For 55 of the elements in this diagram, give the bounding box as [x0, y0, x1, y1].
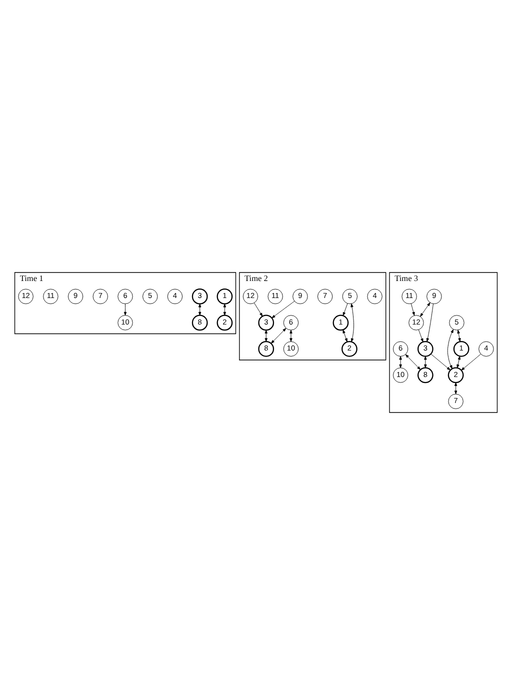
arrow	[272, 301, 295, 318]
node-circle: 12	[18, 288, 34, 304]
node-circle: 1	[332, 314, 349, 331]
arrow	[430, 354, 450, 370]
node-circle: 11	[402, 288, 417, 304]
node-circle: 12	[242, 288, 258, 304]
arrow	[424, 356, 427, 368]
arrow	[399, 356, 402, 368]
arrow	[418, 329, 424, 342]
node-circle: 9	[292, 288, 308, 304]
node-circle: 11	[268, 288, 283, 304]
arrow	[270, 328, 286, 344]
node-circle: 6	[118, 288, 133, 304]
node-circle: 7	[92, 288, 108, 304]
arrow	[447, 329, 454, 369]
node-circle: 9	[68, 288, 84, 304]
node-circle: 4	[478, 341, 494, 357]
node-circle: 4	[367, 288, 382, 304]
node-circle: 5	[142, 288, 158, 304]
arrow	[264, 330, 268, 342]
arrow	[223, 304, 226, 316]
node-circle: 9	[426, 288, 442, 304]
node-circle: 1	[453, 341, 470, 357]
node-circle: 12	[408, 315, 424, 330]
arrow	[426, 304, 434, 342]
arrow	[342, 330, 348, 342]
arrow	[124, 304, 127, 316]
arrow	[254, 302, 263, 317]
node-circle: 10	[392, 368, 408, 383]
arrow	[410, 303, 415, 316]
arrow	[457, 330, 461, 342]
arrow	[456, 356, 460, 368]
arrow	[454, 382, 458, 394]
node-circle: 10	[283, 341, 299, 357]
node-circle: 8	[192, 314, 208, 331]
arrow	[420, 302, 430, 317]
node-circle: 11	[43, 288, 58, 304]
node-circle: 4	[167, 288, 183, 304]
arrow	[198, 304, 202, 316]
node-circle: 7	[448, 394, 464, 410]
arrow	[290, 330, 292, 342]
node-circle: 3	[192, 288, 208, 304]
arrow	[342, 303, 348, 316]
node-circle: 5	[342, 288, 358, 304]
arrow	[350, 303, 354, 342]
arrow	[461, 354, 481, 370]
node-circle: 10	[118, 315, 133, 330]
node-circle: 3	[417, 341, 434, 357]
node-circle: 2	[342, 341, 358, 357]
node-circle: 7	[317, 288, 333, 304]
node-circle: 5	[449, 315, 464, 330]
node-circle: 2	[216, 314, 233, 331]
node-circle: 6	[283, 315, 299, 330]
arrow	[405, 354, 421, 370]
node-circle: 1	[216, 288, 233, 304]
